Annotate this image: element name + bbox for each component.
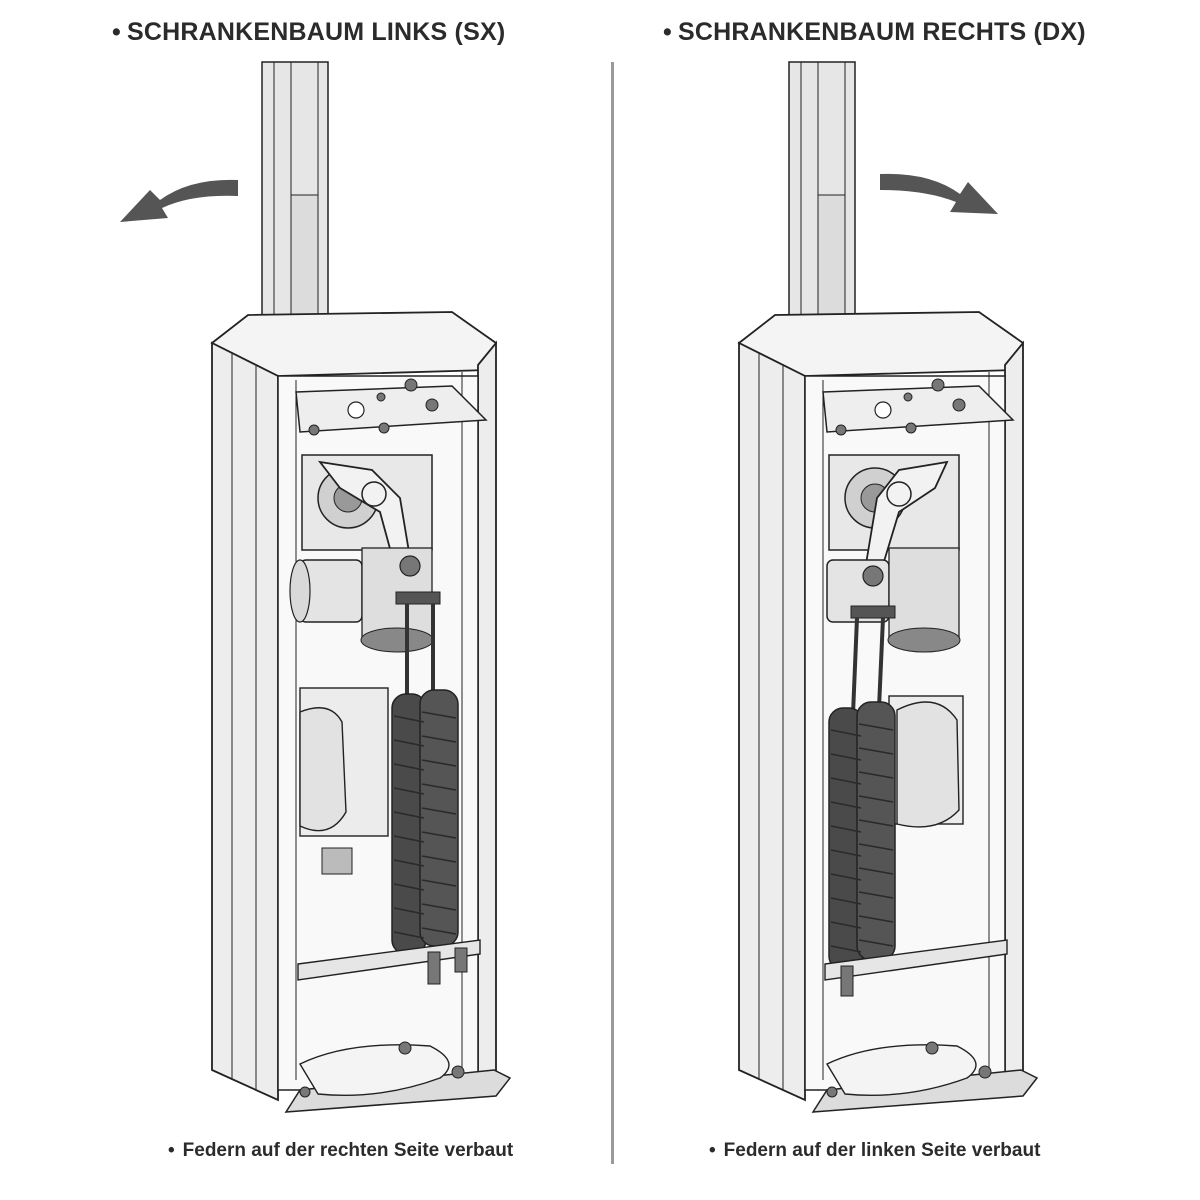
right-title-text: SCHRANKENBAUM RECHTS (DX): [677, 18, 1086, 46]
title-bullet: •: [663, 18, 672, 46]
caption-bullet: •: [709, 1140, 716, 1161]
center-divider: [611, 62, 614, 1164]
left-caption: • Federn auf der rechten Seite verbaut: [168, 1140, 513, 1162]
right-barrier-cabinet: [737, 61, 1039, 1113]
right-title: •SCHRANKENBAUM RECHTS (DX): [663, 18, 1086, 47]
caption-bullet: •: [168, 1140, 175, 1161]
right-rotation-arrow: [880, 173, 998, 214]
left-caption-text: Federn auf der rechten Seite verbaut: [182, 1140, 514, 1161]
left-rotation-arrow: [120, 179, 238, 222]
right-caption: • Federn auf der linken Seite verbaut: [709, 1140, 1040, 1162]
title-bullet: •: [112, 18, 121, 46]
left-title-text: SCHRANKENBAUM LINKS (SX): [126, 18, 506, 46]
left-barrier-cabinet: [210, 60, 512, 1114]
left-title: •SCHRANKENBAUM LINKS (SX): [112, 18, 505, 47]
right-caption-text: Federn auf der linken Seite verbaut: [723, 1140, 1041, 1161]
